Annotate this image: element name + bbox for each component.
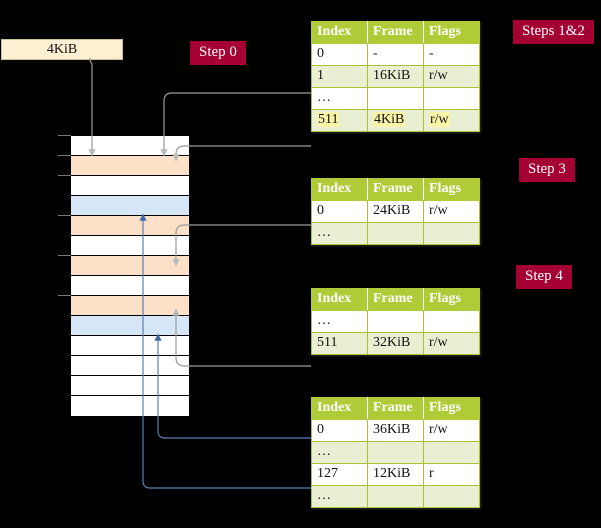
- cell-flags: [423, 87, 480, 110]
- memory-frame-row: [71, 136, 189, 156]
- cell-flags: r/w: [423, 109, 480, 132]
- memory-tick: [58, 175, 71, 176]
- cell-index: 0: [311, 43, 368, 66]
- memory-frame-row: [71, 376, 189, 396]
- column-header-index: Index: [311, 21, 368, 44]
- column-header-index: Index: [311, 288, 368, 311]
- column-header-frame: Frame: [367, 397, 424, 420]
- memory-frame-row: [71, 336, 189, 356]
- cell-flags: [423, 485, 480, 508]
- highlighted-value: r/w: [429, 112, 450, 127]
- cell-flags: [423, 441, 480, 464]
- cell-flags: [423, 222, 480, 245]
- cell-index: 0: [311, 200, 368, 223]
- cell-frame: [367, 485, 424, 508]
- memory-frame-row: [71, 256, 189, 276]
- cell-frame: 12KiB: [367, 463, 424, 486]
- memory-frame-row: [71, 236, 189, 256]
- cell-index: …: [311, 441, 368, 464]
- cell-frame: 24KiB: [367, 200, 424, 223]
- cell-flags: r/w: [423, 65, 480, 88]
- column-header-frame: Frame: [367, 288, 424, 311]
- memory-frame-row: [71, 156, 189, 176]
- memory-frame-row: [71, 316, 189, 336]
- column-header-flags: Flags: [423, 397, 480, 420]
- memory-tick: [58, 255, 71, 256]
- table-row: …: [311, 310, 480, 333]
- table-row: …: [311, 87, 480, 110]
- cell-index: …: [311, 87, 368, 110]
- column-header-frame: Frame: [367, 21, 424, 44]
- highlighted-value: 4KiB: [373, 112, 406, 127]
- cell-frame: -: [367, 43, 424, 66]
- badge-steps-1-2: Steps 1&2: [513, 20, 594, 44]
- cell-index: 0: [311, 419, 368, 442]
- cell-frame: [367, 87, 424, 110]
- table-row: …: [311, 222, 480, 245]
- table-row: …: [311, 441, 480, 464]
- source-frame-box: 4KiB: [1, 39, 123, 60]
- table-row: 0--: [311, 43, 480, 66]
- memory-frame-row: [71, 396, 189, 416]
- memory-frame-row: [71, 356, 189, 376]
- cell-index: 511: [311, 332, 368, 355]
- column-header-index: Index: [311, 397, 368, 420]
- cell-index: 127: [311, 463, 368, 486]
- cell-frame: [367, 441, 424, 464]
- cell-flags: r/w: [423, 419, 480, 442]
- column-header-flags: Flags: [423, 178, 480, 201]
- badge-step-4: Step 4: [516, 265, 572, 289]
- cell-index: 511: [311, 109, 368, 132]
- memory-frame-row: [71, 176, 189, 196]
- wire-table1-row511-to-memory: [172, 145, 311, 162]
- cell-index: 1: [311, 65, 368, 88]
- column-header-index: Index: [311, 178, 368, 201]
- memory-tick: [58, 295, 71, 296]
- cell-index: …: [311, 310, 368, 333]
- cell-index: …: [311, 222, 368, 245]
- cell-index: …: [311, 485, 368, 508]
- cell-frame: [367, 222, 424, 245]
- memory-tick: [58, 215, 71, 216]
- cell-flags: [423, 310, 480, 333]
- memory-tick: [58, 155, 71, 156]
- memory-frame-row: [71, 196, 189, 216]
- cell-frame: 32KiB: [367, 332, 424, 355]
- column-header-frame: Frame: [367, 178, 424, 201]
- cell-flags: -: [423, 43, 480, 66]
- memory-frame-row: [71, 276, 189, 296]
- wire-table3-row511-to-memory: [172, 308, 311, 367]
- cell-flags: r/w: [423, 332, 480, 355]
- cell-frame: 4KiB: [367, 109, 424, 132]
- badge-step-3: Step 3: [519, 158, 575, 182]
- cell-frame: 36KiB: [367, 419, 424, 442]
- badge-step-0: Step 0: [190, 41, 246, 65]
- table-row: 511 4KiB r/w: [311, 109, 480, 132]
- physical-memory-column: [70, 135, 190, 416]
- table-row: …: [311, 485, 480, 508]
- wire-table2-row0-to-memory: [172, 224, 311, 267]
- cell-frame: 16KiB: [367, 65, 424, 88]
- column-header-flags: Flags: [423, 21, 480, 44]
- memory-frame-row: [71, 216, 189, 236]
- cell-frame: [367, 310, 424, 333]
- cell-flags: r/w: [423, 200, 480, 223]
- memory-tick: [58, 135, 71, 136]
- highlighted-value: 511: [317, 112, 340, 127]
- cell-flags: r: [423, 463, 480, 486]
- column-header-flags: Flags: [423, 288, 480, 311]
- memory-frame-row: [71, 296, 189, 316]
